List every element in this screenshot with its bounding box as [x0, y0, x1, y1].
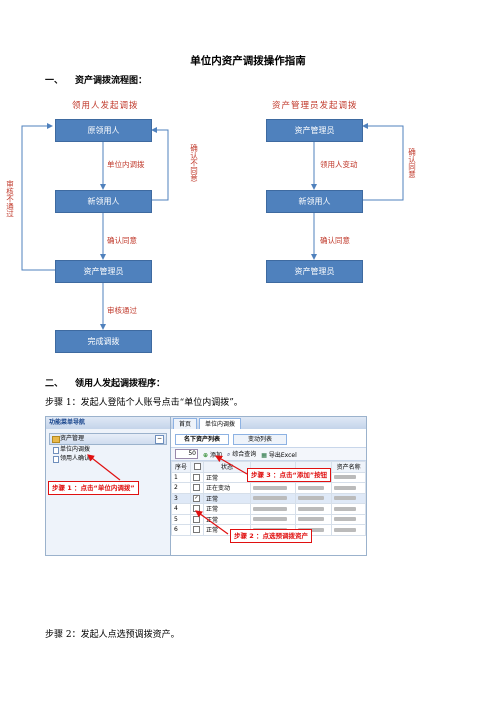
callout-step1: 步骤 1 ：点击“单位内调拨” — [48, 481, 139, 495]
doc-icon — [53, 447, 59, 454]
right-edge-label-confirm: 确认同意 — [320, 236, 350, 245]
callout-step2: 步骤 2 ：点选预调拨资产 — [230, 529, 313, 543]
folder-icon — [52, 436, 60, 443]
left-side-label-disagree: 确认不同意 — [189, 144, 199, 182]
nav-panel-title: 功能菜单导航 — [46, 417, 170, 429]
tab-bar: 首页 单位内调拨 — [171, 417, 366, 429]
export-button[interactable]: ▦ 导出Excel — [261, 450, 297, 459]
search-button[interactable]: ⌕ 综合查询 — [227, 449, 256, 459]
left-flow-title: 领用人发起调拨 — [72, 101, 139, 111]
row-checkbox[interactable] — [193, 526, 200, 534]
collapse-icon[interactable]: − — [155, 435, 164, 444]
left-box-complete: 完成调拨 — [55, 330, 152, 353]
right-box-asset-manager: 资产管理员 — [266, 119, 363, 142]
col-check — [190, 461, 204, 473]
add-button-label: 添加 — [209, 451, 222, 459]
callout-step3: 步骤 3 ：点击“添加”按钮 — [247, 468, 332, 482]
add-button[interactable]: ⊕ 添加 — [203, 450, 222, 459]
excel-icon: ▦ — [261, 451, 267, 459]
export-button-label: 导出Excel — [268, 451, 297, 459]
step2-text: 步骤 2：发起人点选预调拨资产。 — [45, 630, 180, 640]
section2-title: 领用人发起调拨程序： — [75, 379, 166, 389]
select-all-checkbox[interactable] — [193, 463, 201, 471]
left-box-new-user: 新领用人 — [55, 190, 152, 213]
row-checkbox[interactable] — [193, 473, 200, 481]
subtab-assets[interactable]: 名下资产列表 — [175, 434, 229, 445]
right-side-label-confirm: 确认同意 — [407, 148, 417, 178]
left-edge-label-approved: 审核通过 — [107, 306, 137, 315]
nav-item-transfer-label: 单位内调拨 — [60, 446, 91, 453]
row-checkbox[interactable] — [193, 484, 200, 492]
page-title: 单位内资产调拨操作指南 — [190, 55, 306, 67]
page-size-field[interactable]: 50 — [175, 449, 198, 459]
subtab-bar: 名下资产列表 变动列表 — [171, 434, 366, 445]
tab-home[interactable]: 首页 — [173, 418, 198, 429]
left-side-label-rejected: 审核不通过 — [5, 180, 15, 218]
nav-item-confirm[interactable]: 领用人确认 — [46, 454, 170, 463]
nav-group-label: 资产管理 — [60, 435, 85, 442]
add-icon: ⊕ — [203, 451, 209, 459]
table-row[interactable]: 2 正在变动 — [171, 482, 366, 494]
right-edge-label-change: 领用人变动 — [320, 160, 358, 169]
subtab-changes[interactable]: 变动列表 — [233, 434, 287, 445]
left-edge-label-transfer: 单位内调拨 — [107, 160, 145, 169]
row-checkbox-checked[interactable]: ✓ — [193, 494, 200, 502]
section1-title: 资产调拨流程图： — [75, 76, 148, 86]
nav-item-transfer[interactable]: 单位内调拨 — [46, 445, 170, 454]
left-box-original-user: 原领用人 — [55, 119, 152, 142]
step1-text: 步骤 1：发起人登陆个人账号点击“单位内调拨”。 — [45, 398, 243, 408]
tab-transfer[interactable]: 单位内调拨 — [199, 418, 242, 429]
blurred-cell — [331, 524, 366, 536]
left-edge-label-confirm: 确认同意 — [107, 236, 137, 245]
right-box-asset-manager-2: 资产管理员 — [266, 260, 363, 283]
section1-number: 一、 — [45, 76, 64, 86]
search-icon: ⌕ — [226, 451, 231, 458]
right-flow-title: 资产管理员发起调拨 — [272, 101, 358, 111]
doc-icon — [53, 456, 59, 463]
nav-item-confirm-label: 领用人确认 — [60, 455, 91, 462]
section2-number: 二、 — [45, 379, 64, 389]
left-box-asset-manager: 资产管理员 — [55, 260, 152, 283]
right-box-new-user: 新领用人 — [266, 190, 363, 213]
search-button-label: 综合查询 — [232, 451, 257, 458]
nav-group-asset-management[interactable]: 资产管理 − — [49, 433, 167, 445]
